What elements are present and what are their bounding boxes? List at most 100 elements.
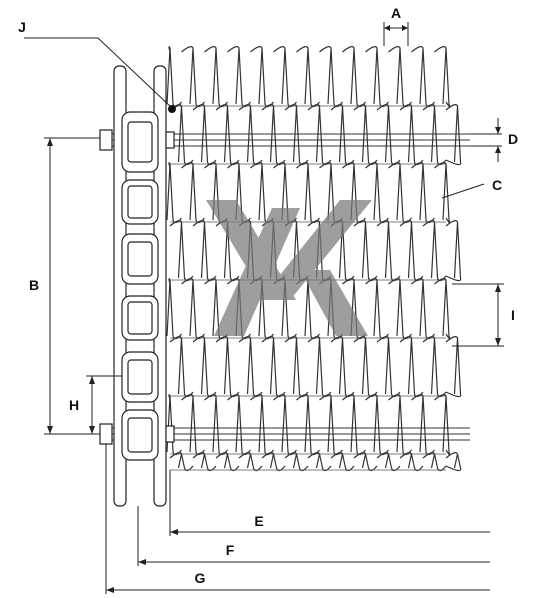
mesh-wire-loop: [434, 394, 451, 456]
mesh-wire-loop: [388, 46, 412, 108]
mesh-wire-loop: [319, 394, 343, 456]
mesh-wire-loop: [365, 394, 389, 456]
mesh-wire-loop: [422, 336, 447, 398]
mesh-wire-loop: [422, 104, 447, 166]
mesh-wire-loop: [330, 452, 355, 472]
mesh-wire-loop: [411, 46, 435, 108]
mesh-wire-loop: [365, 162, 389, 224]
label-d: D: [508, 131, 518, 147]
mesh-wire-loop: [284, 336, 309, 398]
mesh-wire-loop: [399, 452, 424, 472]
mesh-wire-loop: [250, 394, 274, 456]
dim-e-arrow: [170, 529, 178, 535]
mesh-wire-loop: [169, 452, 194, 472]
mesh-wire-loop: [261, 336, 286, 398]
chain-roller-6: [127, 417, 153, 453]
label-e: E: [254, 513, 263, 529]
mesh-wire-loop: [399, 220, 424, 282]
mesh-wire-loop: [330, 104, 355, 166]
spiral-wire-mesh: [166, 46, 462, 472]
mesh-wire-loop: [388, 278, 412, 340]
mesh-wire-loop: [192, 220, 217, 282]
label-j: J: [18, 19, 26, 35]
dim-h-arrow-top: [89, 376, 95, 384]
dimension-lines: [24, 22, 504, 594]
mesh-wire-loop: [376, 336, 401, 398]
chain-pin-head-bottom: [99, 423, 113, 445]
mesh-wire-loop: [215, 336, 240, 398]
label-i: I: [511, 307, 515, 323]
dim-j-leader: [24, 37, 173, 109]
mesh-wire-loop: [250, 46, 274, 108]
mesh-wire-loop: [319, 46, 343, 108]
chain-pin-cap-top: [165, 131, 175, 149]
mesh-wire-loop: [284, 452, 309, 472]
mesh-wire-loop: [307, 452, 332, 472]
chain-roller-2: [127, 185, 153, 219]
mesh-wire-loop: [422, 452, 447, 472]
label-b: B: [29, 277, 39, 293]
dim-b-arrow-top: [47, 138, 53, 146]
mesh-wire-loop: [273, 46, 297, 108]
chain-roller-3: [127, 241, 153, 277]
mesh-wire-loop: [399, 104, 424, 166]
dim-d-arrow-top: [495, 127, 501, 134]
mesh-wire-loop: [388, 394, 412, 456]
mesh-wire-loop: [166, 162, 182, 224]
mesh-wire-loop: [261, 452, 286, 472]
mesh-wire-loop: [388, 162, 412, 224]
dim-f-arrow: [138, 559, 146, 565]
mesh-wire-loop: [376, 220, 401, 282]
dim-a-arrow-left: [384, 25, 390, 31]
dim-g-arrow: [106, 587, 114, 593]
mesh-wire-loop: [238, 452, 263, 472]
dimension-labels: A B C D E F G H I J: [18, 5, 518, 586]
label-a: A: [391, 5, 401, 21]
mesh-wire-loop: [169, 336, 194, 398]
watermark-stroke-2: [214, 208, 300, 336]
mesh-wire-loop: [238, 336, 263, 398]
mesh-wire-loop: [307, 336, 332, 398]
mesh-wire-loop: [434, 46, 451, 108]
mesh-wire-loop: [192, 104, 217, 166]
mesh-wire-loop: [181, 278, 205, 340]
mesh-wire-loop: [445, 452, 462, 472]
mesh-wire-loop: [166, 46, 182, 108]
mesh-wire-loop: [204, 46, 228, 108]
dim-c-leader: [441, 183, 485, 199]
mesh-wire-loop: [445, 336, 462, 398]
mesh-wire-loop: [342, 394, 366, 456]
mesh-wire-loop: [238, 104, 263, 166]
mesh-wire-loop: [215, 104, 240, 166]
mesh-wire-loop: [192, 452, 217, 472]
mesh-wire-loop: [365, 46, 389, 108]
mesh-wire-loop: [330, 336, 355, 398]
mesh-wire-loop: [353, 452, 378, 472]
watermark-stroke-4: [300, 270, 368, 336]
mesh-wire-loop: [365, 278, 389, 340]
dim-d-arrow-bottom: [495, 146, 501, 153]
mesh-wire-loop: [227, 394, 251, 456]
mesh-wire-loop: [422, 220, 447, 282]
mesh-wire-loop: [284, 104, 309, 166]
mesh-wire-loop: [169, 220, 194, 282]
mesh-wire-loop: [307, 104, 332, 166]
mesh-wire-loop: [181, 162, 205, 224]
mesh-wire-loop: [296, 394, 320, 456]
mesh-wire-loop: [192, 336, 217, 398]
mesh-wire-loop: [181, 46, 205, 108]
mesh-wire-loop: [353, 104, 378, 166]
label-h: H: [69, 397, 79, 413]
watermark-stroke-1: [206, 200, 296, 300]
mesh-wire-loop: [166, 278, 182, 340]
mesh-wire-loop: [227, 46, 251, 108]
label-c: C: [492, 177, 502, 193]
chain-roller-5: [127, 359, 153, 395]
mesh-wire-loop: [296, 46, 320, 108]
mesh-wire-loop: [181, 394, 205, 456]
dim-h-arrow-bottom: [89, 426, 95, 434]
dim-i-arrow-top: [495, 284, 501, 292]
chain-roller-1: [127, 121, 153, 163]
